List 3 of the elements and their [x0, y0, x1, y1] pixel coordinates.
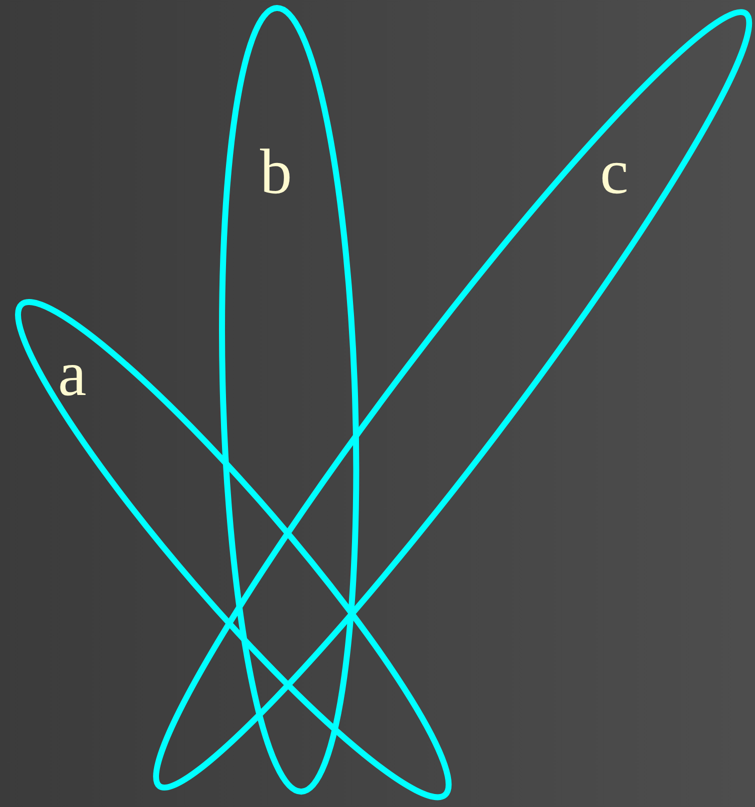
set-label: c — [600, 140, 628, 204]
set-label: a — [58, 342, 86, 406]
set-label: b — [260, 140, 292, 204]
